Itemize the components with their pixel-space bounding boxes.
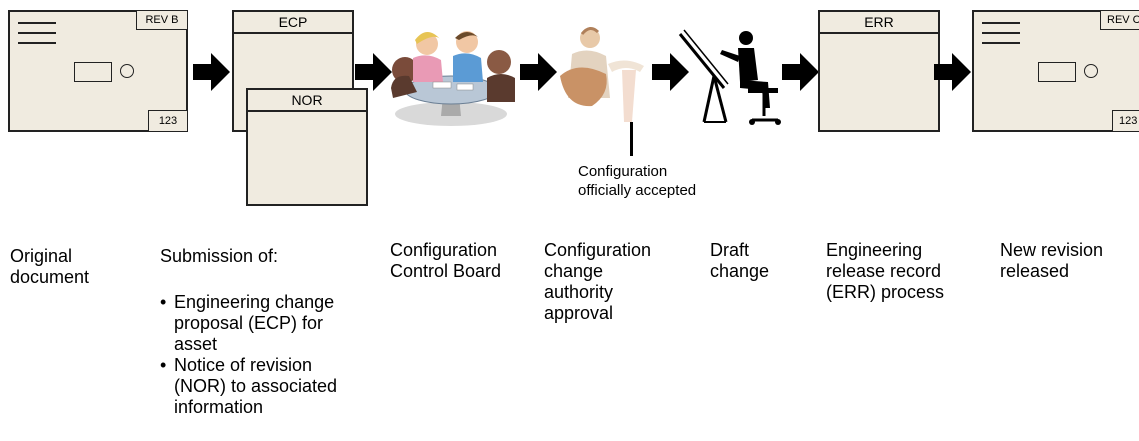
bullet-ecp: Engineering change proposal (ECP) for as…: [160, 292, 337, 355]
box-symbol: [74, 62, 112, 82]
box-symbol: [1038, 62, 1076, 82]
arrow-right-icon: [652, 53, 689, 91]
text-line: [982, 32, 1020, 34]
arrow-right-icon: [193, 53, 230, 91]
circle-symbol: [1084, 64, 1098, 78]
revision-tag: REV B: [136, 10, 188, 30]
text-line: [982, 22, 1020, 24]
step-label-ccb: Configuration Control Board: [390, 240, 502, 281]
ecp-header: ECP: [234, 12, 352, 34]
step-label-released: New revision released: [1000, 240, 1104, 281]
revision-tag: REV C: [1100, 10, 1139, 30]
text-line: [18, 32, 56, 34]
callout-pointer: [630, 122, 633, 156]
drafting-illustration: [678, 29, 781, 125]
step-label-draft: Draft change: [710, 240, 770, 281]
arrow-right-icon: [355, 53, 392, 91]
meeting-illustration: [391, 31, 515, 126]
text-line: [18, 42, 56, 44]
submission-bullets: Engineering change proposal (ECP) for as…: [160, 292, 337, 418]
released-document-icon: REV C 123: [972, 10, 1139, 132]
step-label-submission: Submission of:: [160, 246, 279, 266]
arrow-right-icon: [520, 53, 557, 91]
circle-symbol: [120, 64, 134, 78]
nor-document-icon: NOR: [246, 88, 368, 206]
step-label-err: Engineering release record (ERR) process: [826, 240, 945, 302]
number-tag: 123: [1112, 110, 1139, 132]
err-document-icon: ERR: [818, 10, 940, 132]
callout-text: Configuration officially accepted: [578, 163, 697, 199]
number-tag: 123: [148, 110, 188, 132]
text-line: [982, 42, 1020, 44]
original-document-icon: REV B 123: [8, 10, 188, 132]
text-line: [18, 22, 56, 24]
step-label-original: Original document: [10, 246, 90, 287]
bullet-nor: Notice of revision (NOR) to associated i…: [160, 355, 337, 418]
err-header: ERR: [820, 12, 938, 34]
step-label-approval: Configuration change authority approval: [544, 240, 652, 323]
arrow-right-icon: [934, 53, 971, 91]
approval-illustration: [560, 27, 644, 122]
arrow-right-icon: [782, 53, 819, 91]
nor-header: NOR: [248, 90, 366, 112]
